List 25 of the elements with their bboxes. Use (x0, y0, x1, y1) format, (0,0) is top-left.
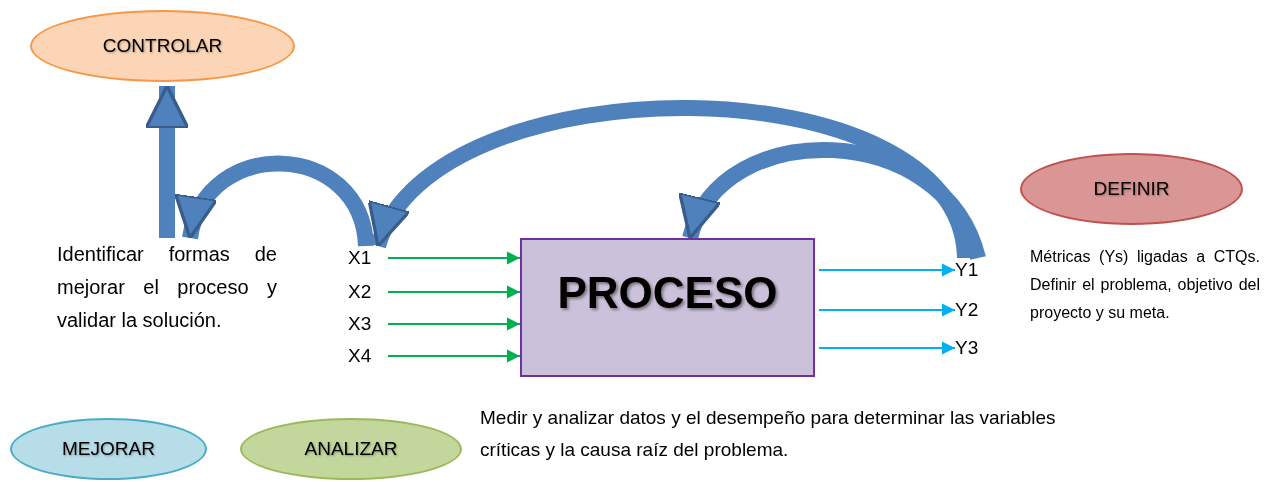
input-label: X3 (348, 312, 384, 336)
curved-arrow (682, 142, 986, 261)
description-text: Identificar formas de mejorar el proceso y validar la solución. (57, 238, 277, 378)
arrow (388, 251, 520, 265)
arrow (819, 303, 955, 317)
arrow (819, 263, 955, 277)
output-label: Y3 (955, 336, 991, 360)
input-label: X2 (348, 280, 384, 304)
arrow (388, 349, 520, 363)
curved-arrow (144, 84, 190, 238)
arrow (388, 285, 520, 299)
input-label: X1 (348, 246, 384, 270)
phase-ellipse: DEFINIR (1020, 153, 1243, 225)
curved-arrow (370, 100, 973, 260)
arrow (819, 341, 955, 355)
phase-ellipse: CONTROLAR (30, 10, 295, 82)
phase-ellipse: ANALIZAR (240, 418, 462, 480)
process-box: PROCESO (520, 238, 815, 377)
output-label: Y2 (955, 298, 991, 322)
description-text: Medir y analizar datos y el desempeño para determinar las variables críticas y la causa raíz del problema. (480, 406, 1057, 462)
output-label: Y1 (955, 258, 991, 282)
description-text: Métricas (Ys) ligadas a CTQs. Definir el problema, objetivo del proyecto y su meta. (1030, 247, 1260, 323)
arrow (388, 317, 520, 331)
input-label: X4 (348, 344, 384, 368)
phase-ellipse: MEJORAR (10, 418, 207, 480)
